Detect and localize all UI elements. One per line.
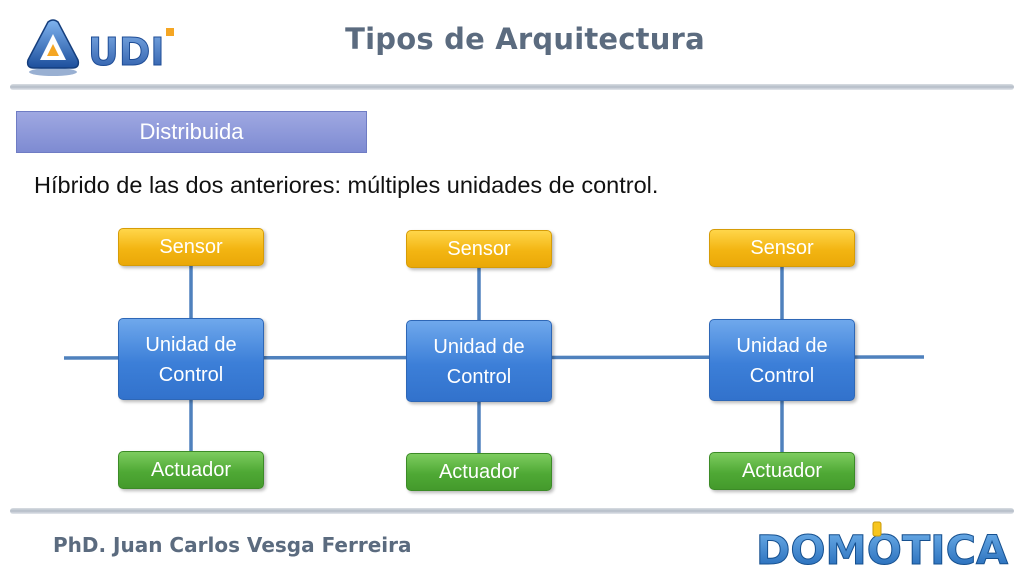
actuator-box-3: Actuador [709,452,855,490]
section-tag: Distribuida [16,111,367,153]
header-divider [10,84,1014,90]
control-unit-box-2: Unidad de Control [406,320,552,402]
power-icon [872,521,882,537]
control-unit-label-line2: Control [158,364,224,386]
domotica-logo-text: DOMOTICA [756,528,1008,572]
sensor-box-1: Sensor [118,228,264,266]
footer-divider [10,508,1014,514]
control-unit-box-3: Unidad de Control [709,319,855,401]
control-unit-label-line2: Control [749,365,815,387]
udi-logo: UDI [22,18,182,78]
control-unit-box-1: Unidad de Control [118,318,264,400]
actuator-box-2: Actuador [406,453,552,491]
udi-logo-text: UDI [88,30,165,74]
control-unit-label-line2: Control [446,366,512,388]
domotica-logo: DOMOTICA [752,520,1014,575]
author-name: PhD. Juan Carlos Vesga Ferreira [53,533,412,557]
control-unit-label-line1: Unidad de [433,336,525,358]
actuator-box-1: Actuador [118,451,264,489]
section-description: Híbrido de las dos anteriores: múltiples… [34,172,659,198]
sensor-box-2: Sensor [406,230,552,268]
sensor-box-3: Sensor [709,229,855,267]
control-unit-label-line1: Unidad de [145,334,237,356]
udi-emblem-icon [26,19,80,76]
page-title: Tipos de Arquitectura [345,22,705,56]
control-unit-label-line1: Unidad de [736,335,828,357]
